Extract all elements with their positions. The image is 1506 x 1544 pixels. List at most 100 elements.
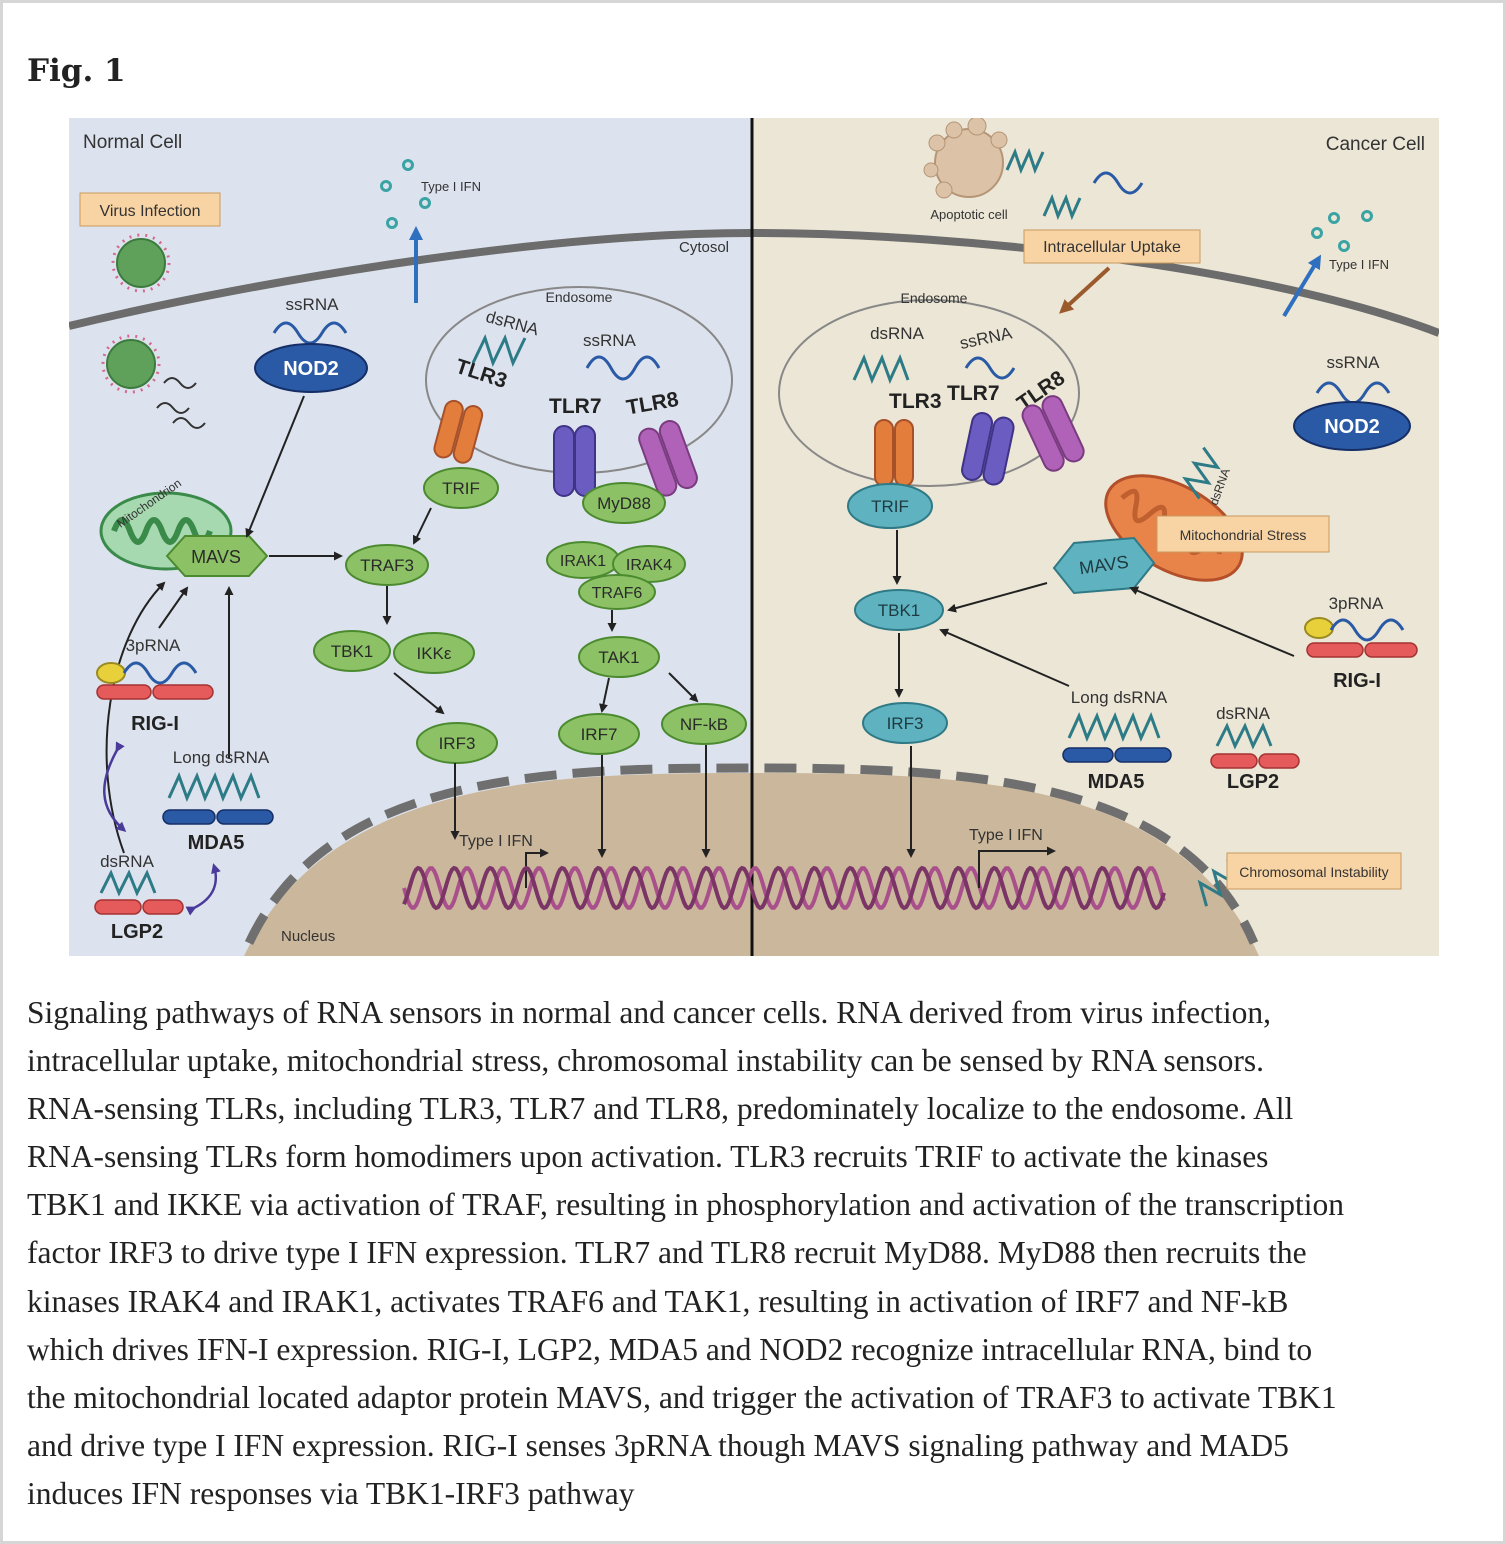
ssrna-icon — [585, 355, 661, 381]
dsrna-icon — [852, 354, 910, 384]
apoptotic-cell-icon — [923, 118, 1008, 199]
endosome — [778, 299, 1080, 487]
virus-icon — [101, 334, 161, 394]
tak1-node — [578, 636, 660, 678]
ifn-molecule-icon — [1311, 227, 1323, 239]
caption-line: and drive type I IFN expression. RIG-I s… — [27, 1427, 1289, 1463]
lgp2-domain-icon — [142, 899, 184, 915]
long-dsrna-icon — [1067, 712, 1161, 742]
dsrna-icon — [1042, 193, 1082, 221]
nod2-label: NOD2 — [283, 358, 339, 380]
ssrna-icon — [272, 321, 348, 345]
mda5-long-dsrna-label: Long dsRNA — [173, 748, 270, 767]
rig-i-3prna-label: 3pRNA — [1329, 594, 1384, 613]
rig-i-cap-icon — [1304, 617, 1334, 639]
traf3-label: TRAF3 — [360, 556, 414, 575]
caption-line: RNA-sensing TLRs form homodimers upon ac… — [27, 1139, 1269, 1175]
ifn-molecule-icon — [1338, 240, 1350, 252]
mda5-domain-icon — [1114, 747, 1172, 763]
endo-dsrna-label: dsRNA — [870, 324, 925, 343]
nod2-ssrna-label: ssRNA — [286, 295, 340, 314]
ifn-molecule-icon — [419, 197, 431, 209]
viral-rna-icon — [156, 402, 190, 414]
rig-i-domain-icon — [1306, 642, 1364, 658]
tbk1-label: TBK1 — [331, 642, 374, 661]
dsrna-icon — [1005, 147, 1045, 175]
caption-line: which drives IFN-I expression. RIG-I, LG… — [27, 1331, 1313, 1367]
nod2-node — [1293, 401, 1411, 451]
figure-caption: Signaling pathways of RNA sensors in nor… — [27, 989, 1487, 1518]
tlr3-label: TLR3 — [889, 390, 942, 413]
tlr8-receptor — [638, 420, 698, 497]
cancer-type-i-ifn-top: Type I IFN — [1329, 257, 1389, 272]
virus-icon — [111, 233, 171, 293]
lgp2-mda5-interaction-arrow — [185, 863, 221, 916]
caption-line: RNA-sensing TLRs, including TLR3, TLR7 a… — [27, 1091, 1294, 1127]
viral-rna-icon — [163, 377, 197, 389]
dsrna-icon — [1215, 722, 1273, 750]
mitochondrial-stress-label: Mitochondrial Stress — [1180, 527, 1307, 543]
intracellular-uptake-box — [1023, 229, 1201, 264]
tlr3-receptor — [433, 399, 484, 464]
tak1-label: TAK1 — [598, 648, 639, 667]
irak1-label: IRAK1 — [560, 553, 606, 570]
normal-type-i-ifn-top: Type I IFN — [421, 179, 481, 194]
lgp2-domain-icon — [94, 899, 142, 915]
endo-ssrna-label: ssRNA — [583, 331, 637, 350]
caption-line: factor IRF3 to drive type I IFN expressi… — [27, 1235, 1307, 1271]
nfkb-node — [661, 703, 747, 745]
virus-infection-label: Virus Infection — [99, 203, 200, 220]
trif-node — [847, 483, 933, 529]
mda5-domain-icon — [216, 809, 274, 825]
nfkb-label: NF-kB — [680, 715, 728, 734]
cancer-type-i-ifn-nucleus: Type I IFN — [969, 827, 1043, 844]
intracellular-uptake-label: Intracellular Uptake — [1043, 239, 1181, 256]
ifn-molecule-icon — [1361, 210, 1373, 222]
virus-infection-box — [79, 192, 221, 227]
dna-helix — [402, 865, 1166, 911]
transcription-start-arrow — [525, 848, 549, 888]
rig-i-domain-icon — [96, 684, 152, 700]
irf7-node — [558, 713, 640, 755]
ssrna-icon — [964, 356, 1016, 380]
ifn-secretion-arrow — [1282, 254, 1322, 318]
caption-line: kinases IRAK4 and IRAK1, activates TRAF6… — [27, 1283, 1289, 1319]
tlr7-label: TLR7 — [549, 395, 602, 418]
tbk1-node — [313, 630, 391, 672]
mda5-label: MDA5 — [1088, 771, 1145, 793]
endosome-label: Endosome — [546, 289, 613, 305]
tlr7-receptor — [553, 425, 596, 497]
irf3-label: IRF3 — [887, 714, 924, 733]
myd88-node — [582, 482, 666, 524]
mda5-domain-icon — [162, 809, 216, 825]
mavs-node — [165, 535, 269, 577]
nucleus-label: Nucleus — [281, 928, 335, 945]
ikke-node — [393, 632, 475, 674]
dsrna-icon — [99, 869, 157, 897]
traf6-node — [578, 574, 656, 610]
lgp2-domain-icon — [1210, 753, 1258, 769]
tlr3-receptor — [874, 419, 914, 487]
lgp2-label: LGP2 — [1227, 771, 1279, 793]
irf7-label: IRF7 — [581, 725, 618, 744]
normal-type-i-ifn-nucleus: Type I IFN — [459, 833, 533, 850]
viral-rna-icon — [172, 417, 206, 429]
rig-i-domain-icon — [1364, 642, 1418, 658]
rig-i-label: RIG-I — [131, 713, 179, 735]
traf3-node — [345, 544, 429, 586]
pathway-diagram: Normal Cell Virus Infection Type I IFN C… — [69, 118, 1439, 956]
dsrna-icon — [1182, 446, 1221, 500]
trif-label: TRIF — [442, 479, 480, 498]
ifn-molecule-icon — [386, 217, 398, 229]
ssrna-icon — [1329, 618, 1405, 642]
myd88-label: MyD88 — [597, 494, 651, 513]
irf3-label: IRF3 — [439, 734, 476, 753]
irf3-node — [862, 702, 948, 744]
nod2-ssrna-label: ssRNA — [1327, 353, 1381, 372]
lgp2-dsrna-label: dsRNA — [1216, 704, 1271, 723]
lgp2-domain-icon — [1258, 753, 1300, 769]
mavs-label: MAVS — [191, 547, 241, 567]
ifn-molecule-icon — [380, 180, 392, 192]
uptake-arrow — [1059, 266, 1111, 314]
